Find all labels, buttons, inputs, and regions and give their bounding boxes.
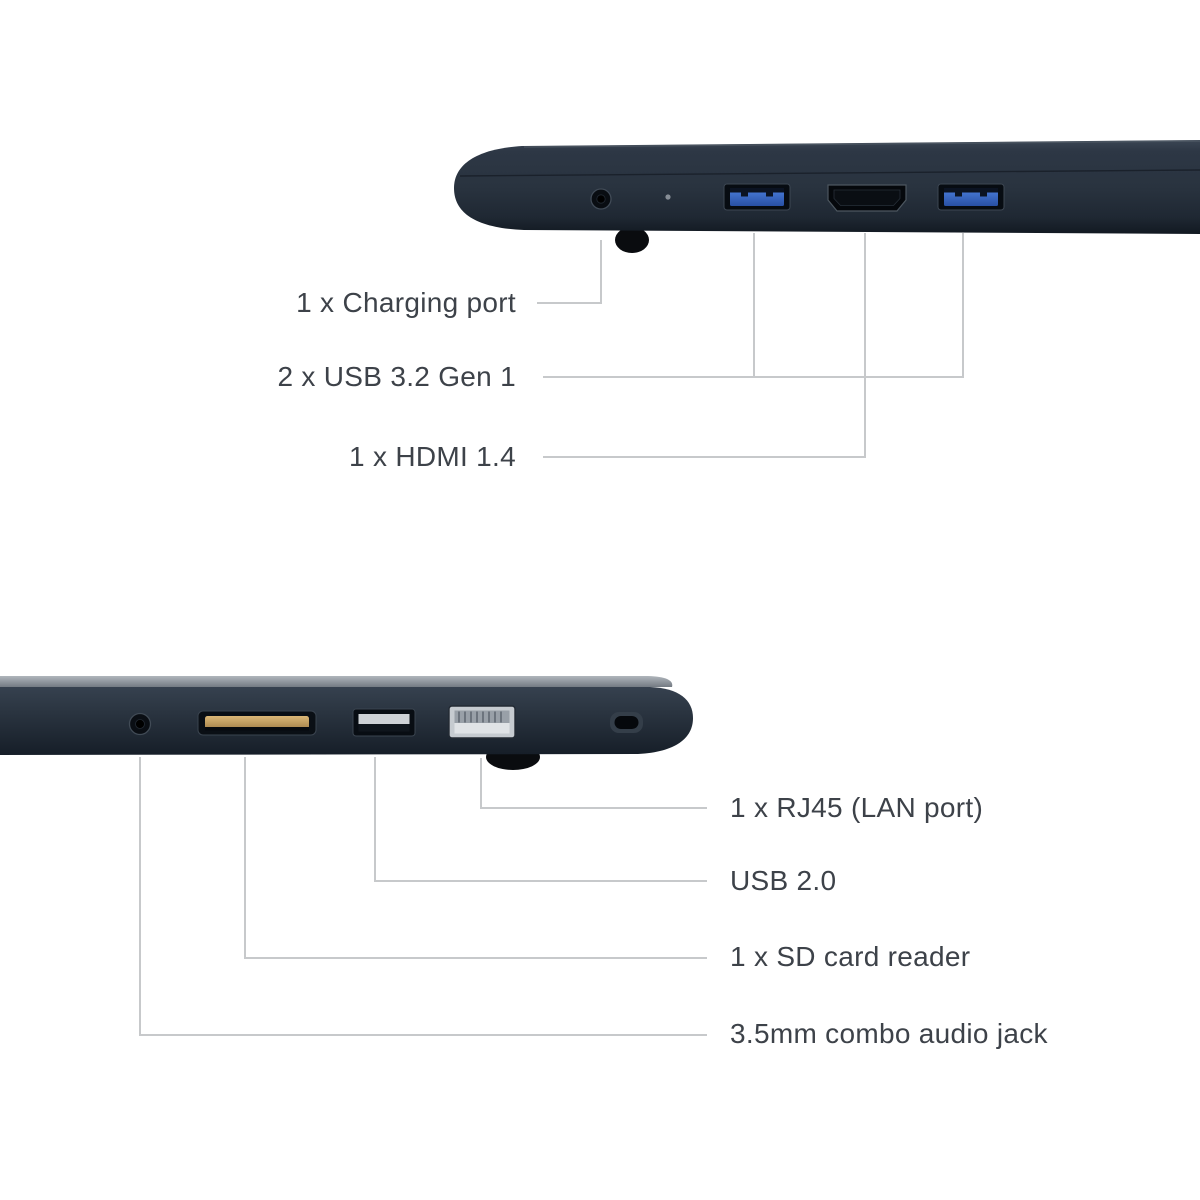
callout-line-hdmi-horizontal bbox=[543, 456, 866, 458]
kensington-lock-slot bbox=[610, 712, 643, 733]
callout-line-charging-horizontal bbox=[537, 302, 601, 304]
callout-label-charging-port: 1 x Charging port bbox=[296, 287, 516, 318]
laptop-body bbox=[454, 140, 1200, 234]
callout-line-sd-horizontal bbox=[244, 957, 707, 959]
rj45-port bbox=[448, 705, 516, 739]
led-indicator bbox=[665, 194, 671, 200]
rubber-foot bbox=[615, 227, 649, 253]
callout-label-hdmi-port: 1 x HDMI 1.4 bbox=[349, 441, 516, 472]
callout-line-hdmi-vertical bbox=[864, 233, 866, 458]
charging-port bbox=[590, 188, 612, 210]
lid-seam bbox=[459, 169, 1200, 177]
callout-line-usb2-vertical bbox=[374, 757, 376, 882]
callout-line-usb2-horizontal bbox=[374, 880, 707, 882]
audio-jack-port bbox=[128, 712, 152, 736]
callout-label-usb3-ports: 2 x USB 3.2 Gen 1 bbox=[277, 361, 516, 392]
laptop-right-side-view bbox=[454, 140, 1200, 253]
callout-line-usb3-horizontal bbox=[543, 376, 964, 378]
lid-edge bbox=[0, 676, 673, 687]
hdmi-port bbox=[827, 184, 907, 212]
laptop-body bbox=[0, 687, 693, 755]
callout-line-rj45-horizontal bbox=[480, 807, 707, 809]
laptop-left-side-view bbox=[0, 676, 693, 770]
callout-label-usb2-port: USB 2.0 bbox=[730, 865, 837, 896]
usb2-port bbox=[352, 708, 416, 737]
callout-line-audio-vertical bbox=[139, 757, 141, 1036]
callout-line-rj45-vertical bbox=[480, 758, 482, 809]
callout-line-audio-horizontal bbox=[139, 1034, 707, 1036]
callout-line-usb3-vertical-1 bbox=[753, 233, 755, 378]
usb3-port-2 bbox=[937, 183, 1005, 211]
sd-card-slot bbox=[197, 710, 317, 736]
top-edge-highlight bbox=[523, 140, 1200, 148]
callout-label-audio-jack: 3.5mm combo audio jack bbox=[730, 1018, 1048, 1049]
callout-line-sd-vertical bbox=[244, 757, 246, 959]
callout-line-charging-vertical bbox=[600, 240, 602, 304]
usb3-port-1 bbox=[723, 183, 791, 211]
callout-label-rj45-port: 1 x RJ45 (LAN port) bbox=[730, 792, 984, 823]
callout-label-sd-card-slot: 1 x SD card reader bbox=[730, 941, 971, 972]
callout-line-usb3-vertical-2 bbox=[962, 233, 964, 378]
